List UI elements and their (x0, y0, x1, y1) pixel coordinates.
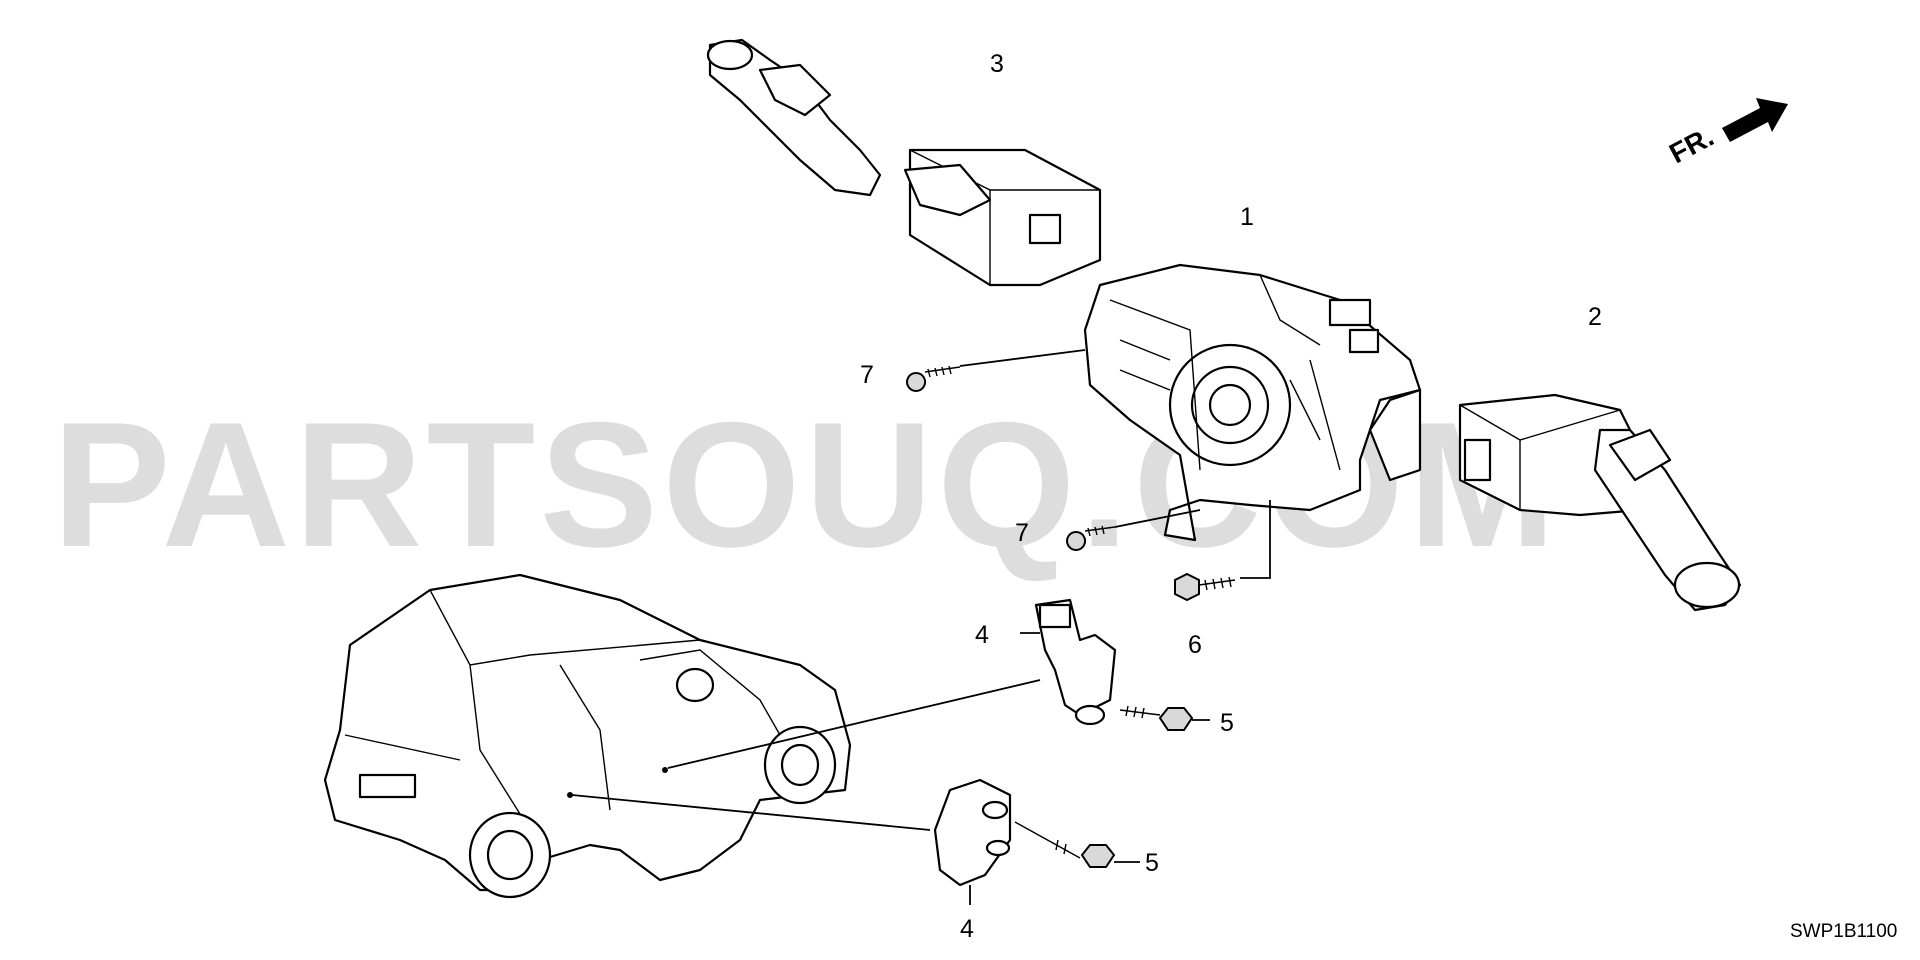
callout-4-upper: 4 (975, 621, 989, 649)
part-2-wiper-switch (1458, 393, 1742, 612)
callout-4-lower: 4 (960, 915, 974, 943)
callout-5-lower: 5 (1145, 849, 1159, 877)
vehicle-illustration (323, 573, 1041, 899)
part-4-lower-sensor (933, 778, 1012, 905)
bolt-6 (1174, 500, 1271, 602)
part-4-upper-sensor (1020, 598, 1117, 726)
bolt-5-upper (1119, 705, 1210, 731)
callout-3: 3 (990, 50, 1004, 78)
part-3-lighting-switch (706, 38, 1102, 287)
callout-5-upper: 5 (1220, 709, 1234, 737)
front-arrow-icon (1722, 98, 1788, 142)
screw-7-lower (1066, 509, 1201, 551)
diagram-code: SWP1B1100 (1790, 921, 1897, 942)
part-1-switch-body (1083, 263, 1422, 542)
bolt-5-lower (1014, 821, 1140, 868)
callout-7-lower: 7 (1015, 519, 1029, 547)
callout-7-upper: 7 (860, 361, 874, 389)
front-direction-indicator: FR. (1664, 98, 1788, 169)
direction-label: FR. (1664, 121, 1718, 170)
callout-2: 2 (1588, 303, 1602, 331)
callout-6: 6 (1188, 631, 1202, 659)
screw-7-upper (906, 349, 1086, 392)
callout-1: 1 (1240, 203, 1254, 231)
